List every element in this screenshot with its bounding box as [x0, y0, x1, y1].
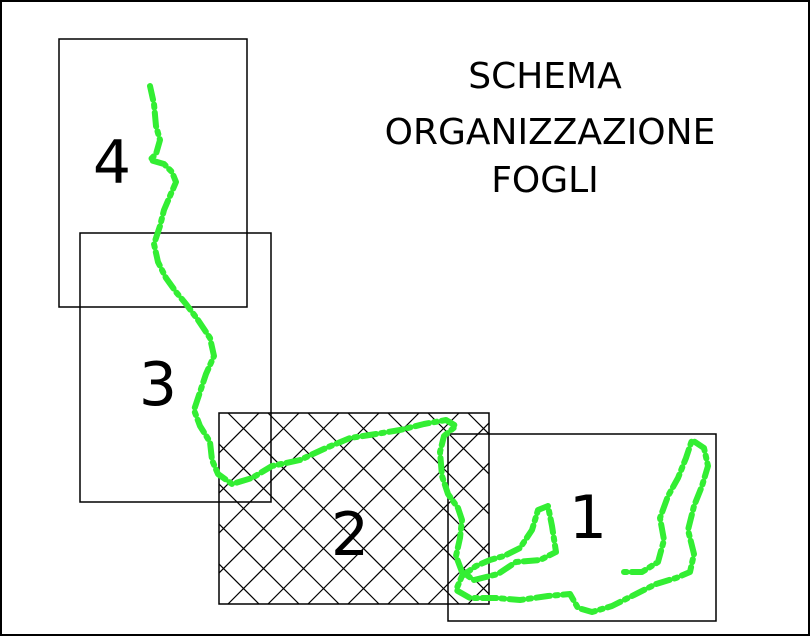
hatch-line: [219, 603, 220, 604]
sheet-4-number: 4: [93, 128, 131, 198]
hatch-line: [219, 413, 380, 574]
hatch-line: [219, 413, 220, 414]
hatch-line: [219, 413, 260, 454]
sheet-1-number: 1: [569, 483, 607, 553]
sheet-2-frame: [218, 412, 490, 605]
hatch-line: [307, 422, 489, 604]
hatch-line: [628, 413, 810, 604]
hatch-line: [347, 462, 489, 604]
sheet-4: 4: [58, 38, 248, 308]
sheet-1-frame: [447, 433, 717, 622]
title-line-1: SCHEMA: [468, 56, 622, 97]
title-line-2: ORGANIZZAZIONE: [385, 112, 716, 153]
hatch-line: [219, 413, 300, 494]
sheet-3: 3: [79, 232, 272, 503]
hatch-line: [219, 413, 340, 534]
hatch-line: [628, 413, 810, 604]
hatch-line: [427, 413, 489, 475]
hatch-line: [219, 563, 260, 604]
diagram-title: SCHEMA ORGANIZZAZIONE FOGLI: [385, 56, 716, 201]
hatch-line: [219, 523, 300, 604]
route-path: [147, 83, 711, 615]
title-line-3: FOGLI: [491, 160, 599, 201]
hatch-line: [267, 413, 460, 604]
hatch-line: [227, 413, 420, 604]
sheet-4-frame: [58, 38, 248, 308]
route-line: [147, 83, 711, 615]
sheet-3-number: 3: [139, 350, 177, 420]
sheet-3-frame: [79, 232, 272, 503]
sheet-2-number: 2: [331, 500, 369, 570]
sheet-1: 1: [447, 433, 717, 622]
hatch-line: [387, 502, 489, 604]
